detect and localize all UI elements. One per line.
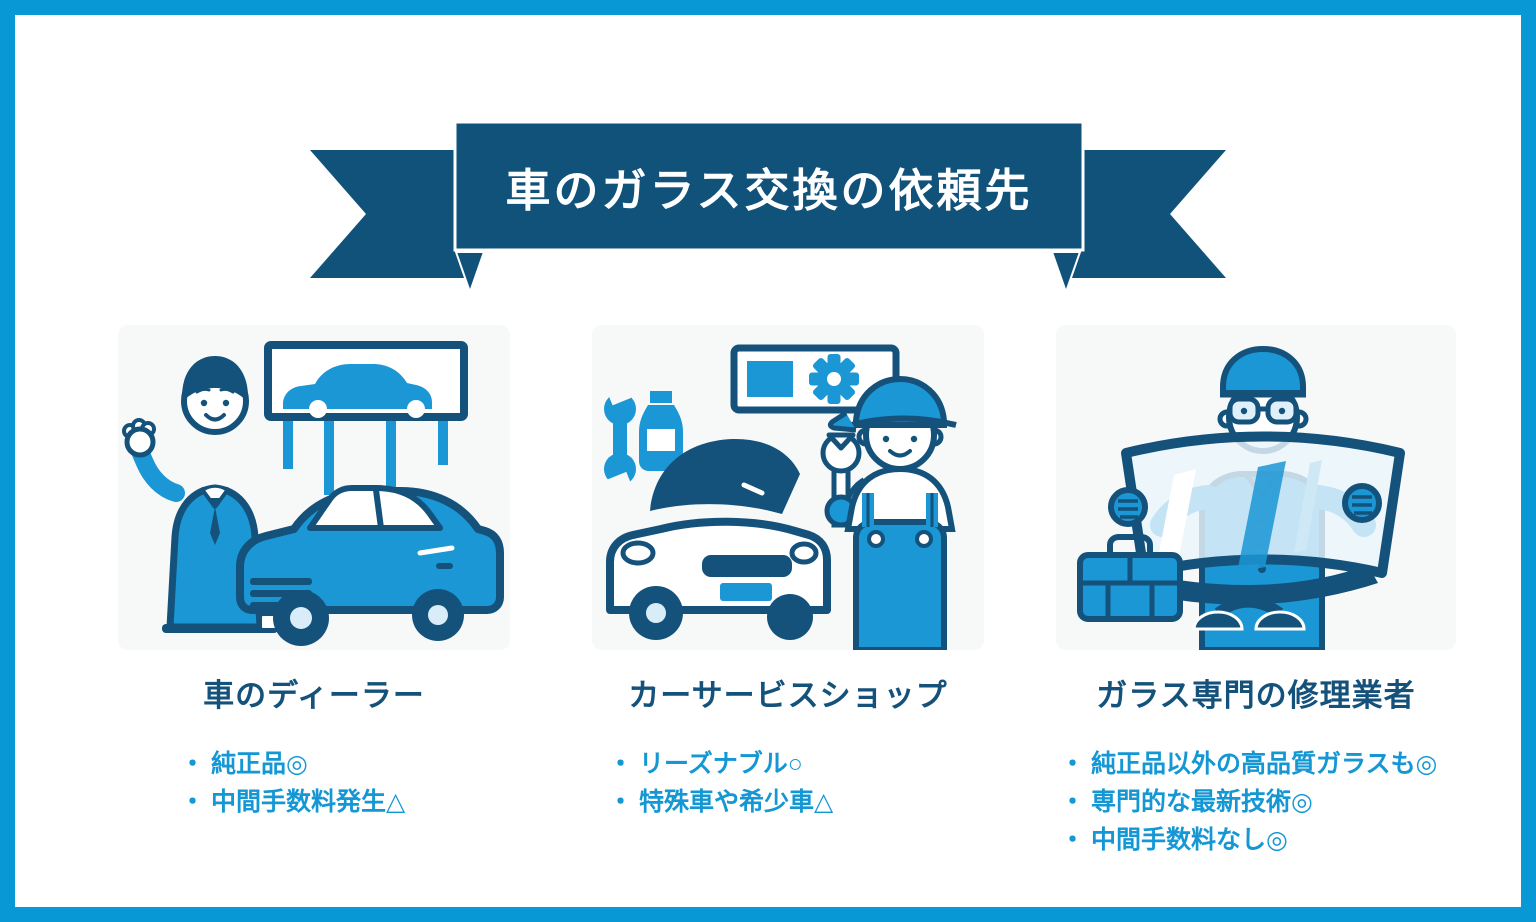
column-heading-dealer: 車のディーラー	[203, 678, 425, 713]
column-heading-glass-specialist: ガラス専門の修理業者	[1096, 678, 1416, 713]
bullet-text: 特殊車や希少車△	[639, 788, 834, 816]
bullet-dot: ・	[608, 750, 634, 778]
salesman-figure	[122, 356, 278, 633]
windshield-icon	[1108, 431, 1405, 605]
wrench-icon	[604, 383, 636, 494]
column-heading-service-shop: カーサービスショップ	[628, 678, 948, 713]
bullet-dot: ・	[180, 788, 206, 816]
bullet-dot: ・	[1060, 750, 1086, 778]
list-item: ・専門的な最新技術◎	[1060, 783, 1456, 821]
car-dealer-illustration	[118, 325, 510, 650]
column-dealer: 車のディーラー ・純正品◎ ・中間手数料発生△	[118, 325, 510, 821]
ribbon-band	[453, 120, 1085, 252]
ribbon-right-fold	[1050, 251, 1082, 296]
car-service-shop-illustration	[592, 325, 984, 650]
car-icon	[236, 485, 504, 646]
list-item: ・リーズナブル○	[608, 745, 984, 783]
bullet-text: 純正品以外の高品質ガラスも◎	[1091, 750, 1438, 778]
oil-bottle-icon	[639, 391, 683, 471]
ribbon-left-tail	[310, 150, 470, 278]
billboard-sign-icon	[264, 341, 468, 495]
bullet-dot: ・	[1060, 826, 1086, 854]
ribbon-right-tail	[1066, 150, 1226, 278]
page-title: 車のガラス交換の依頼先	[505, 164, 1033, 216]
bullet-text: 中間手数料発生△	[211, 788, 406, 816]
glass-repair-specialist-illustration	[1056, 325, 1456, 650]
bullet-dot: ・	[1060, 788, 1086, 816]
column-glass-specialist: ガラス専門の修理業者 ・純正品以外の高品質ガラスも◎ ・専門的な最新技術◎ ・中…	[1056, 325, 1456, 859]
list-item: ・純正品◎	[180, 745, 510, 783]
bullet-dot: ・	[608, 788, 634, 816]
toolbox-icon	[1077, 534, 1183, 622]
bullet-text: リーズナブル○	[639, 750, 803, 778]
column-service-shop: カーサービスショップ ・リーズナブル○ ・特殊車や希少車△	[592, 325, 984, 821]
suction-lifter-icon	[1192, 596, 1306, 631]
gear-icon	[809, 354, 859, 404]
title-ribbon	[310, 120, 1226, 296]
list-item: ・特殊車や希少車△	[608, 783, 984, 821]
bullet-list-glass-specialist: ・純正品以外の高品質ガラスも◎ ・専門的な最新技術◎ ・中間手数料なし◎	[1056, 745, 1456, 859]
bullet-text: 専門的な最新技術◎	[1091, 788, 1313, 816]
bullet-list-service-shop: ・リーズナブル○ ・特殊車や希少車△	[592, 745, 984, 821]
bullet-text: 中間手数料なし◎	[1091, 826, 1288, 854]
bullet-list-dealer: ・純正品◎ ・中間手数料発生△	[118, 745, 510, 821]
list-item: ・中間手数料発生△	[180, 783, 510, 821]
open-hood-car-icon	[606, 438, 831, 640]
ribbon-left-fold	[454, 251, 486, 296]
list-item: ・純正品以外の高品質ガラスも◎	[1060, 745, 1456, 783]
mechanic-figure	[820, 375, 957, 650]
bullet-text: 純正品◎	[211, 750, 308, 778]
list-item: ・中間手数料なし◎	[1060, 821, 1456, 859]
bullet-dot: ・	[180, 750, 206, 778]
